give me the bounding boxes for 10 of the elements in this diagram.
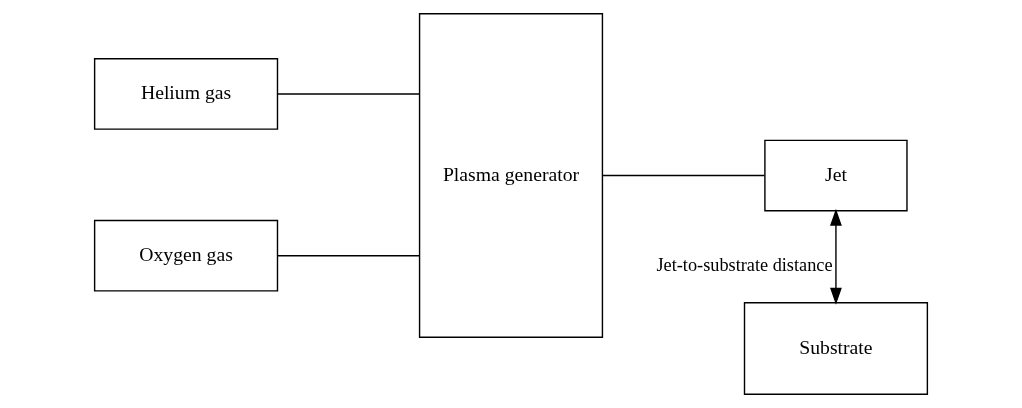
node-box: Helium gas	[93, 58, 279, 130]
arrow	[830, 208, 842, 305]
connector	[277, 255, 421, 257]
node-box: Oxygen gas	[93, 219, 279, 292]
node-box: Jet	[764, 139, 908, 212]
node-box: Substrate	[743, 302, 929, 395]
connector	[602, 174, 766, 177]
node-box: Plasma generator	[418, 13, 604, 338]
edge-label: Jet-to-substrate distance	[656, 255, 833, 276]
connector	[277, 93, 421, 95]
